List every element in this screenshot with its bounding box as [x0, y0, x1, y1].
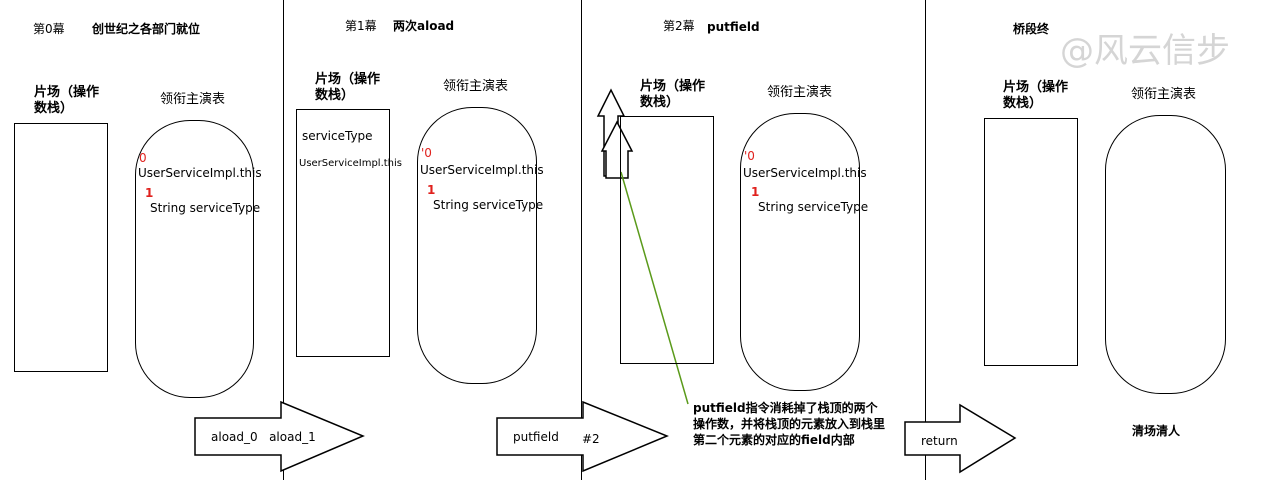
transition-arrow-2	[496, 400, 669, 473]
slot-value: String serviceType	[433, 198, 544, 212]
local-variable-table	[1105, 115, 1226, 394]
stack-item: UserServiceImpl.this	[299, 158, 402, 169]
scene-title: 桥段终	[1013, 22, 1050, 36]
slot-value: UserServiceImpl.this	[138, 166, 262, 180]
slot-value: UserServiceImpl.this	[743, 166, 867, 180]
transition-arrow-sublabel: #2	[582, 432, 600, 446]
pop-arrow-lower	[600, 120, 634, 179]
slot-value: String serviceType	[758, 200, 869, 214]
scene-title: 两次aload	[393, 19, 455, 33]
scene-title: 创世纪之各部门就位	[92, 22, 201, 36]
slot-index: '0	[421, 146, 432, 160]
slot-value: String serviceType	[150, 201, 261, 215]
local-variable-table	[135, 120, 254, 398]
scene-footer: 清场清人	[1132, 424, 1181, 438]
scene-title: putfield	[707, 20, 760, 34]
local-variable-table	[740, 113, 860, 391]
scene-divider-2	[581, 0, 582, 480]
putfield-note: putfield指令消耗掉了栈顶的两个操作数，并将栈顶的元素放入到栈里第二个元素…	[693, 401, 886, 447]
local-var-label: 领衔主演表	[1131, 87, 1197, 102]
slot-index: 1	[145, 186, 154, 200]
scene-label: 第2幕	[663, 19, 695, 33]
stack-item: serviceType	[302, 129, 373, 143]
slot-index: 1	[751, 185, 760, 199]
note-connector-line	[620, 171, 689, 405]
scene-label: 第1幕	[345, 19, 377, 33]
scene-label: 第0幕	[33, 22, 65, 36]
scene-divider-1	[283, 0, 284, 480]
transition-arrow-label: putfield	[513, 430, 559, 444]
local-variable-table	[417, 107, 537, 384]
slot-index: 1	[427, 183, 436, 197]
operand-stack	[14, 123, 108, 372]
operand-stack	[984, 118, 1078, 366]
slot-value: UserServiceImpl.this	[420, 163, 544, 177]
local-var-label: 领衔主演表	[160, 92, 226, 107]
scene-divider-3	[925, 0, 926, 480]
transition-arrow-label: aload_0 aload_1	[211, 430, 316, 444]
transition-arrow-1	[194, 400, 365, 473]
slot-index: 0	[139, 151, 147, 165]
operand-stack	[296, 109, 390, 357]
stack-label: 片场（操作数栈）	[1003, 80, 1069, 111]
slot-index: '0	[744, 149, 755, 163]
stack-label: 片场（操作数栈）	[315, 72, 381, 103]
stack-label: 片场（操作数栈）	[640, 79, 706, 110]
local-var-label: 领衔主演表	[443, 79, 509, 94]
transition-arrow-label: return	[921, 434, 958, 448]
watermark: @风云信步	[1060, 31, 1230, 71]
stack-label: 片场（操作数栈）	[34, 85, 100, 116]
operand-stack	[620, 116, 714, 364]
transition-arrow-3	[904, 403, 1017, 474]
local-var-label: 领衔主演表	[767, 85, 833, 100]
